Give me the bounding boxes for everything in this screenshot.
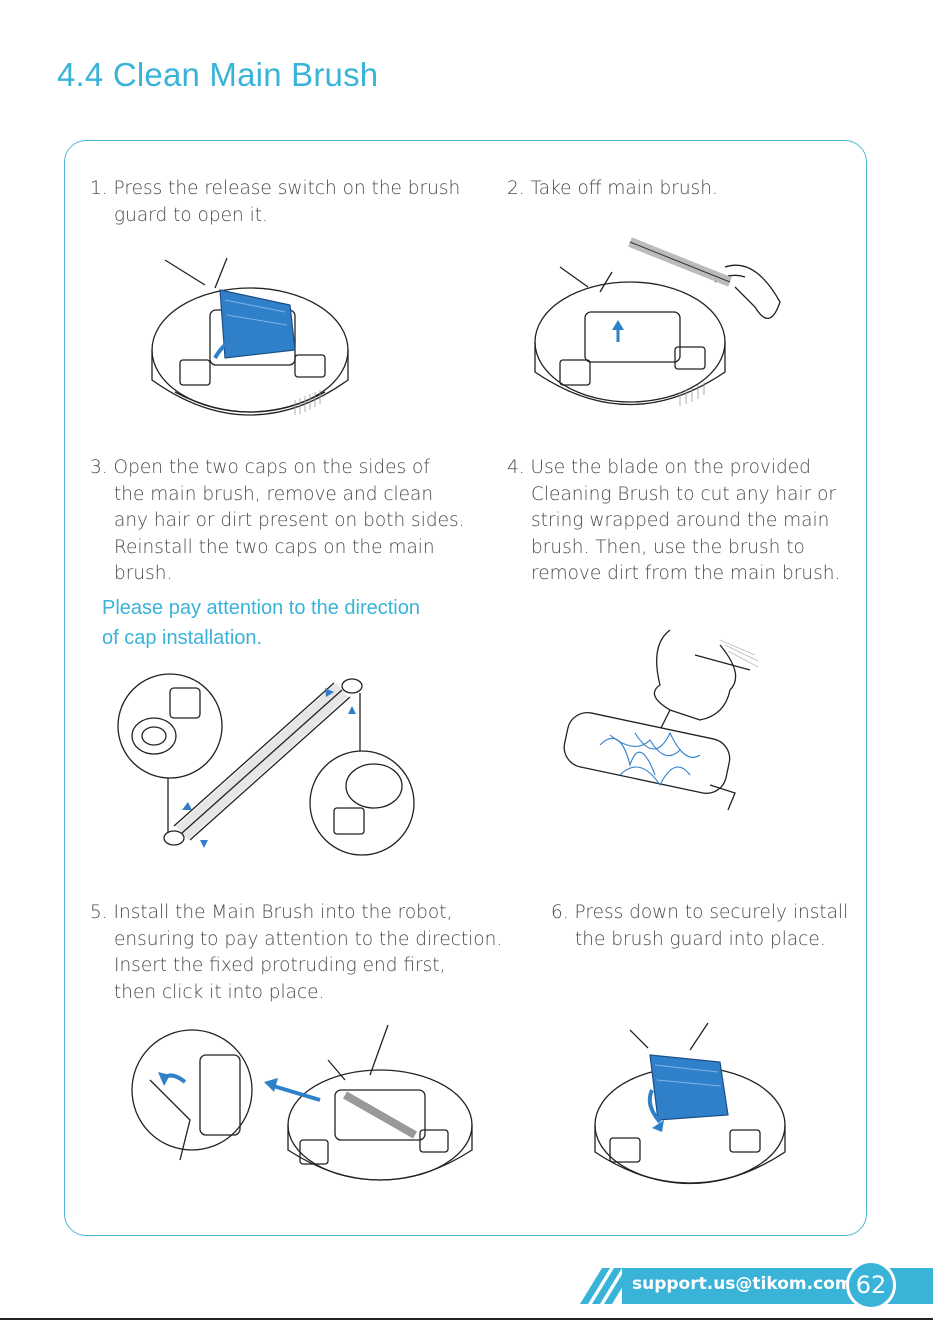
page-number: 62 <box>855 1271 887 1299</box>
step-6-text: 6. Press down to securely install the br… <box>551 902 849 950</box>
page-number-badge: 62 <box>846 1260 896 1310</box>
bottom-rule <box>0 1318 933 1320</box>
page-title: 4.4 Clean Main Brush <box>57 56 379 93</box>
support-email[interactable]: support.us@tikom.com <box>632 1274 853 1294</box>
step-4-text: 4. Use the blade on the provided Cleanin… <box>507 457 841 584</box>
cleaning-brush-cut-hair-illustration <box>563 629 759 811</box>
robot-remove-brush-illustration <box>534 237 781 406</box>
step-2-text: 2. Take off main brush. <box>507 178 718 199</box>
step-1-text: 1. Press the release switch on the brush… <box>90 178 461 226</box>
robot-install-brush-illustration <box>131 1024 473 1181</box>
robot-close-guard-illustration <box>594 1022 786 1185</box>
cap-direction-note: Please pay attention to the direction of… <box>102 597 420 649</box>
robot-open-guard-illustration <box>151 257 349 416</box>
brush-caps-illustration <box>117 673 415 856</box>
step-5-text: 5. Install the Main Brush into the robot… <box>90 902 503 1003</box>
instructions-panel <box>64 140 867 1236</box>
step-3-text: 3. Open the two caps on the sides of the… <box>90 457 465 584</box>
